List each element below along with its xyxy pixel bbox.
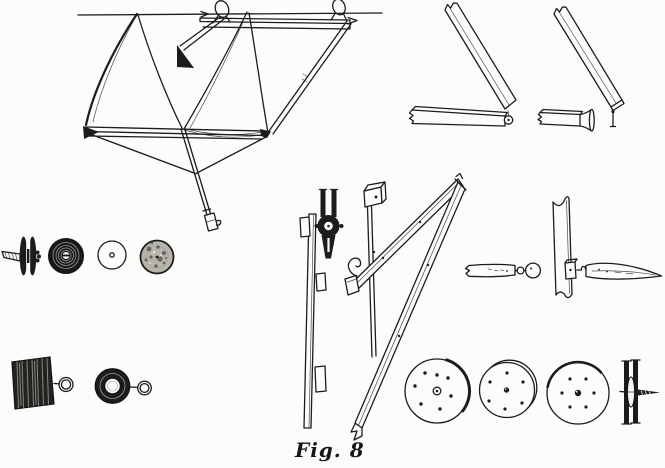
bridle-lines	[89, 133, 267, 175]
cork-disc	[139, 239, 175, 275]
pulley-block	[314, 188, 344, 259]
broken-rod	[464, 263, 516, 278]
winder-block-side	[11, 356, 74, 410]
trailing-stick	[180, 127, 222, 232]
wire-arrow-mark	[200, 10, 209, 18]
hooked-crossbar	[344, 178, 464, 296]
spar-notched-foot	[350, 423, 363, 441]
front-sail	[183, 11, 269, 138]
boom-end-cap	[83, 126, 99, 139]
hinged-spar-joint	[408, 2, 517, 127]
rear-strut-bar	[268, 20, 352, 135]
long-spar	[350, 172, 467, 441]
launching-wire	[77, 12, 383, 16]
blade-bracket	[564, 258, 578, 280]
figure-caption: Fig. 8	[295, 438, 365, 462]
hub	[503, 387, 510, 393]
crossbar-end-cap	[344, 274, 360, 296]
cleat-middle	[315, 272, 327, 292]
hanger-spar	[199, 17, 351, 30]
lath-body	[303, 213, 317, 429]
plain-disc	[97, 240, 127, 270]
stick-end-fitting	[203, 212, 219, 232]
hub	[574, 389, 582, 397]
socket-spar	[537, 111, 581, 127]
drilled-disc-pair	[478, 359, 538, 419]
disc-on-screw-side	[619, 359, 660, 425]
drilled-disc-hub	[546, 360, 610, 425]
drilled-disc-large	[404, 358, 472, 424]
upright-with-blade	[552, 196, 663, 299]
cleated-lath	[299, 188, 344, 429]
centre-eyelet	[432, 386, 442, 396]
lower-spar	[408, 109, 506, 127]
screw-pulley-side	[1, 236, 41, 276]
blade-pin	[576, 265, 587, 271]
winder-ring-top	[94, 368, 152, 404]
spar-foot	[610, 99, 625, 112]
cleat-bottom	[314, 365, 327, 393]
cleat-top	[299, 216, 311, 238]
screw-spike	[638, 389, 660, 396]
boom-joint	[260, 129, 271, 138]
flange-right	[633, 360, 638, 423]
hanger-ring-right	[332, 0, 346, 16]
pulley-front	[48, 238, 84, 274]
rod-with-bead-bearing	[464, 262, 542, 279]
mast-and-spars-frame	[344, 172, 467, 441]
rear-sail	[84, 12, 183, 129]
wire-eye	[137, 380, 152, 396]
hook	[347, 257, 362, 277]
tapered-blade	[585, 262, 663, 280]
wire-arrow-mark-2	[347, 16, 358, 25]
sail-glider	[77, 0, 383, 232]
upper-spar	[444, 2, 517, 110]
hanger-ring-left	[214, 0, 230, 18]
pinned-spar	[553, 6, 623, 108]
mast-head-cap	[363, 181, 387, 208]
spool-flange-right	[28, 236, 37, 276]
wire-eye	[58, 376, 74, 393]
eyelet	[516, 266, 525, 275]
spool-flange-left	[19, 236, 28, 276]
gusset-plate	[177, 45, 194, 68]
boom	[83, 126, 271, 140]
bead-bearing	[524, 262, 542, 279]
flange-left	[624, 361, 629, 424]
pin-and-socket-joint	[537, 6, 625, 132]
